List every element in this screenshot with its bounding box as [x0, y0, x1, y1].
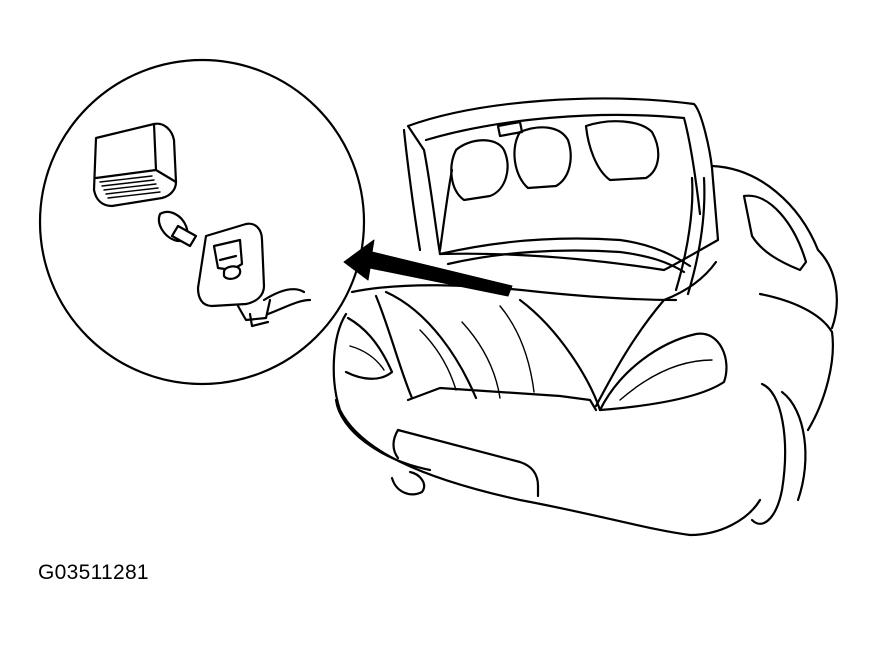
- pointer-arrow: [343, 239, 513, 297]
- car-rear-body: [332, 164, 838, 537]
- trunk-lid: [402, 97, 720, 296]
- lamp-socket-assembly: [92, 122, 312, 328]
- detail-callout: [38, 58, 366, 386]
- figure-code: G03511281: [38, 561, 149, 584]
